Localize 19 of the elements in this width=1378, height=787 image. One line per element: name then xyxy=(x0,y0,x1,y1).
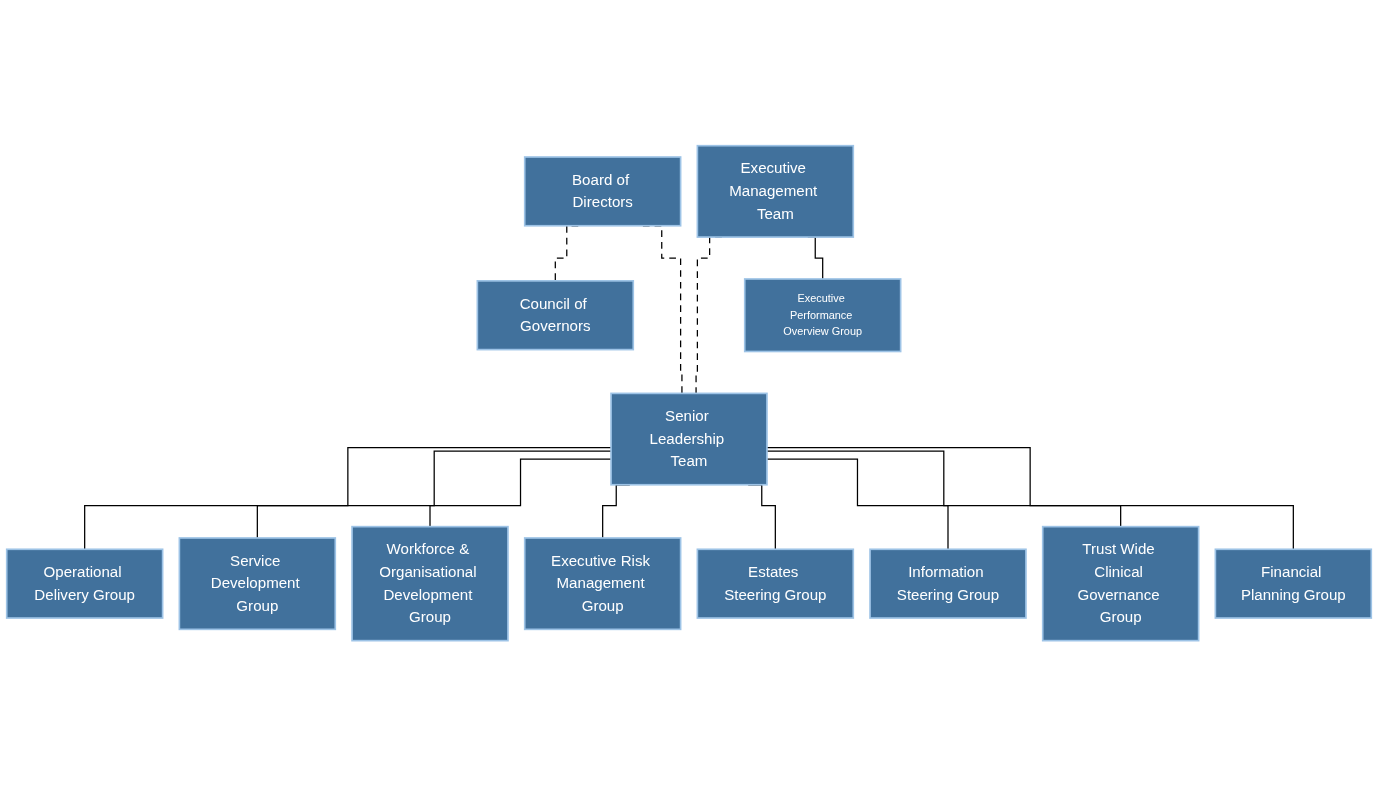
node-box: Trust Wide Clinical Governance Group xyxy=(1041,526,1200,642)
connector xyxy=(766,450,1122,528)
connector xyxy=(766,447,1294,551)
connector xyxy=(84,447,612,551)
node-box: Service Development Group xyxy=(178,537,337,631)
node-box: Workforce & Organisational Development Group xyxy=(351,526,509,642)
node-box: Financial Planning Group xyxy=(1214,548,1373,620)
node-box: Executive Performance Overview Group xyxy=(743,278,902,353)
node-box: Executive Risk Management Group xyxy=(523,537,682,631)
node-box: Senior Leadership Team xyxy=(610,392,768,486)
node-box: Board of Directors xyxy=(523,156,682,227)
connector xyxy=(256,450,612,539)
node-box: Executive Management Team xyxy=(696,145,855,239)
connector xyxy=(766,458,949,551)
node-box: Operational Delivery Group xyxy=(5,548,164,620)
connector xyxy=(429,458,612,528)
node-box: Council of Governors xyxy=(476,280,635,351)
node-box: Estates Steering Group xyxy=(696,548,855,620)
node-box: Information Steering Group xyxy=(869,548,1027,620)
